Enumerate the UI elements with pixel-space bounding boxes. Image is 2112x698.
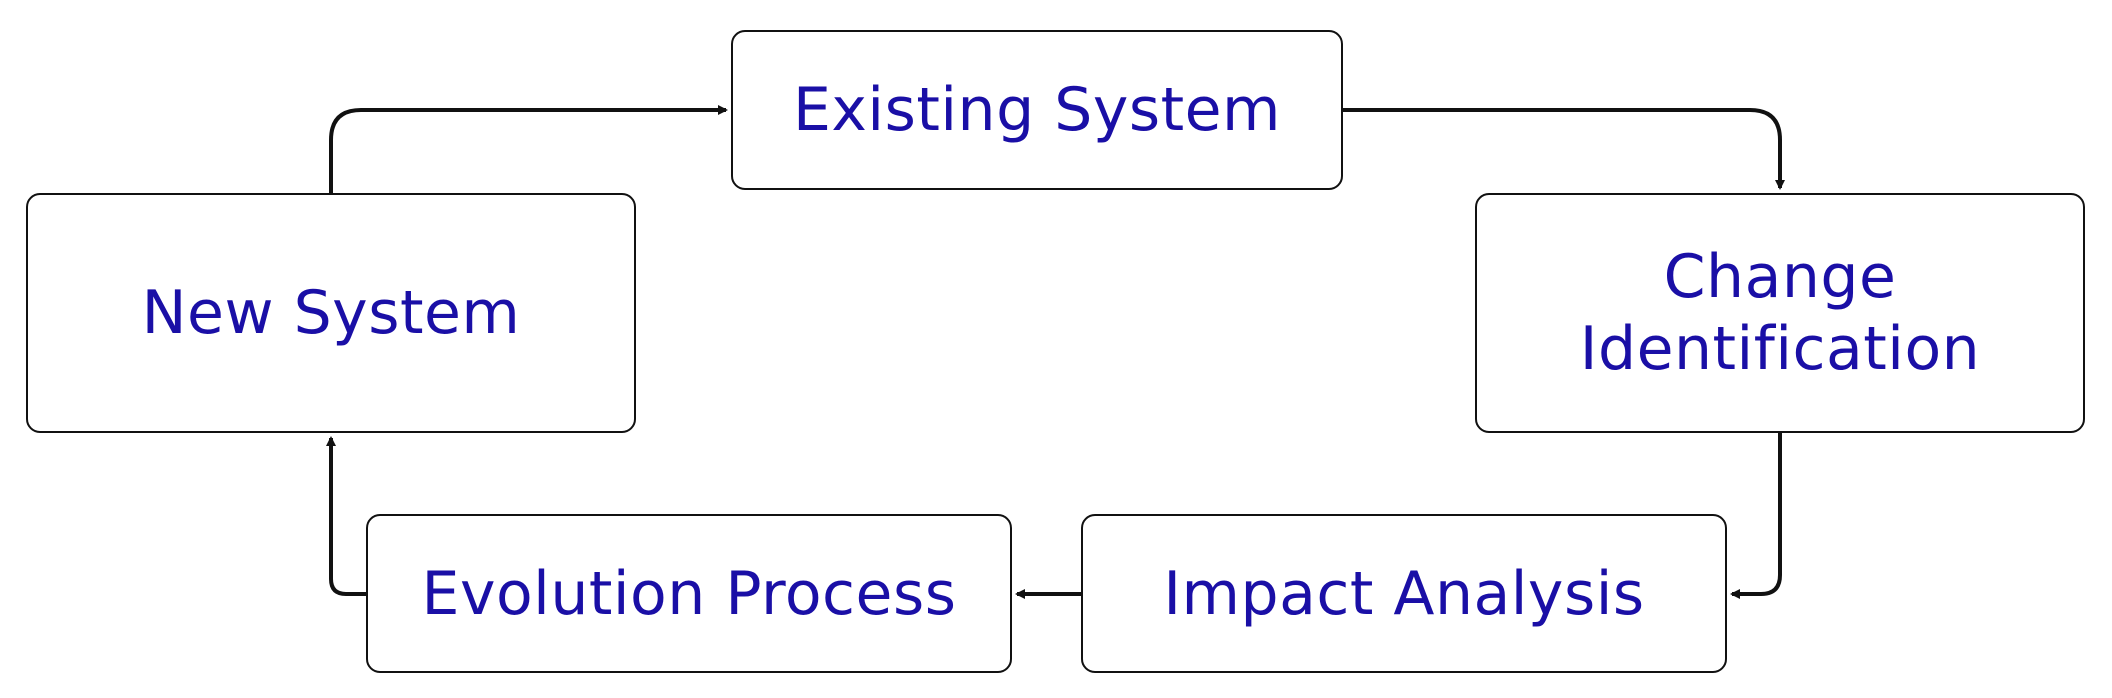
node-evolution-process: Evolution Process: [366, 514, 1012, 673]
node-change-identification-label: Change Identification: [1580, 241, 1980, 385]
node-new-system-label: New System: [141, 278, 521, 348]
node-change-identification-line-1: Change: [1663, 242, 1897, 312]
node-evolution-process-label: Evolution Process: [421, 558, 957, 629]
connector-new-to-existing: [329, 105, 728, 193]
node-change-identification: Change Identification: [1475, 193, 2085, 433]
connector-existing-to-change: [1343, 108, 1785, 190]
node-impact-analysis: Impact Analysis: [1081, 514, 1727, 673]
node-new-system: New System: [26, 193, 636, 433]
node-change-identification-line-2: Identification: [1579, 314, 1981, 384]
node-existing-system: Existing System: [731, 30, 1343, 190]
node-impact-analysis-label: Impact Analysis: [1163, 558, 1645, 629]
connector-evolution-to-new: [326, 436, 366, 596]
connector-change-to-impact: [1730, 433, 1782, 599]
node-existing-system-label: Existing System: [793, 75, 1281, 145]
